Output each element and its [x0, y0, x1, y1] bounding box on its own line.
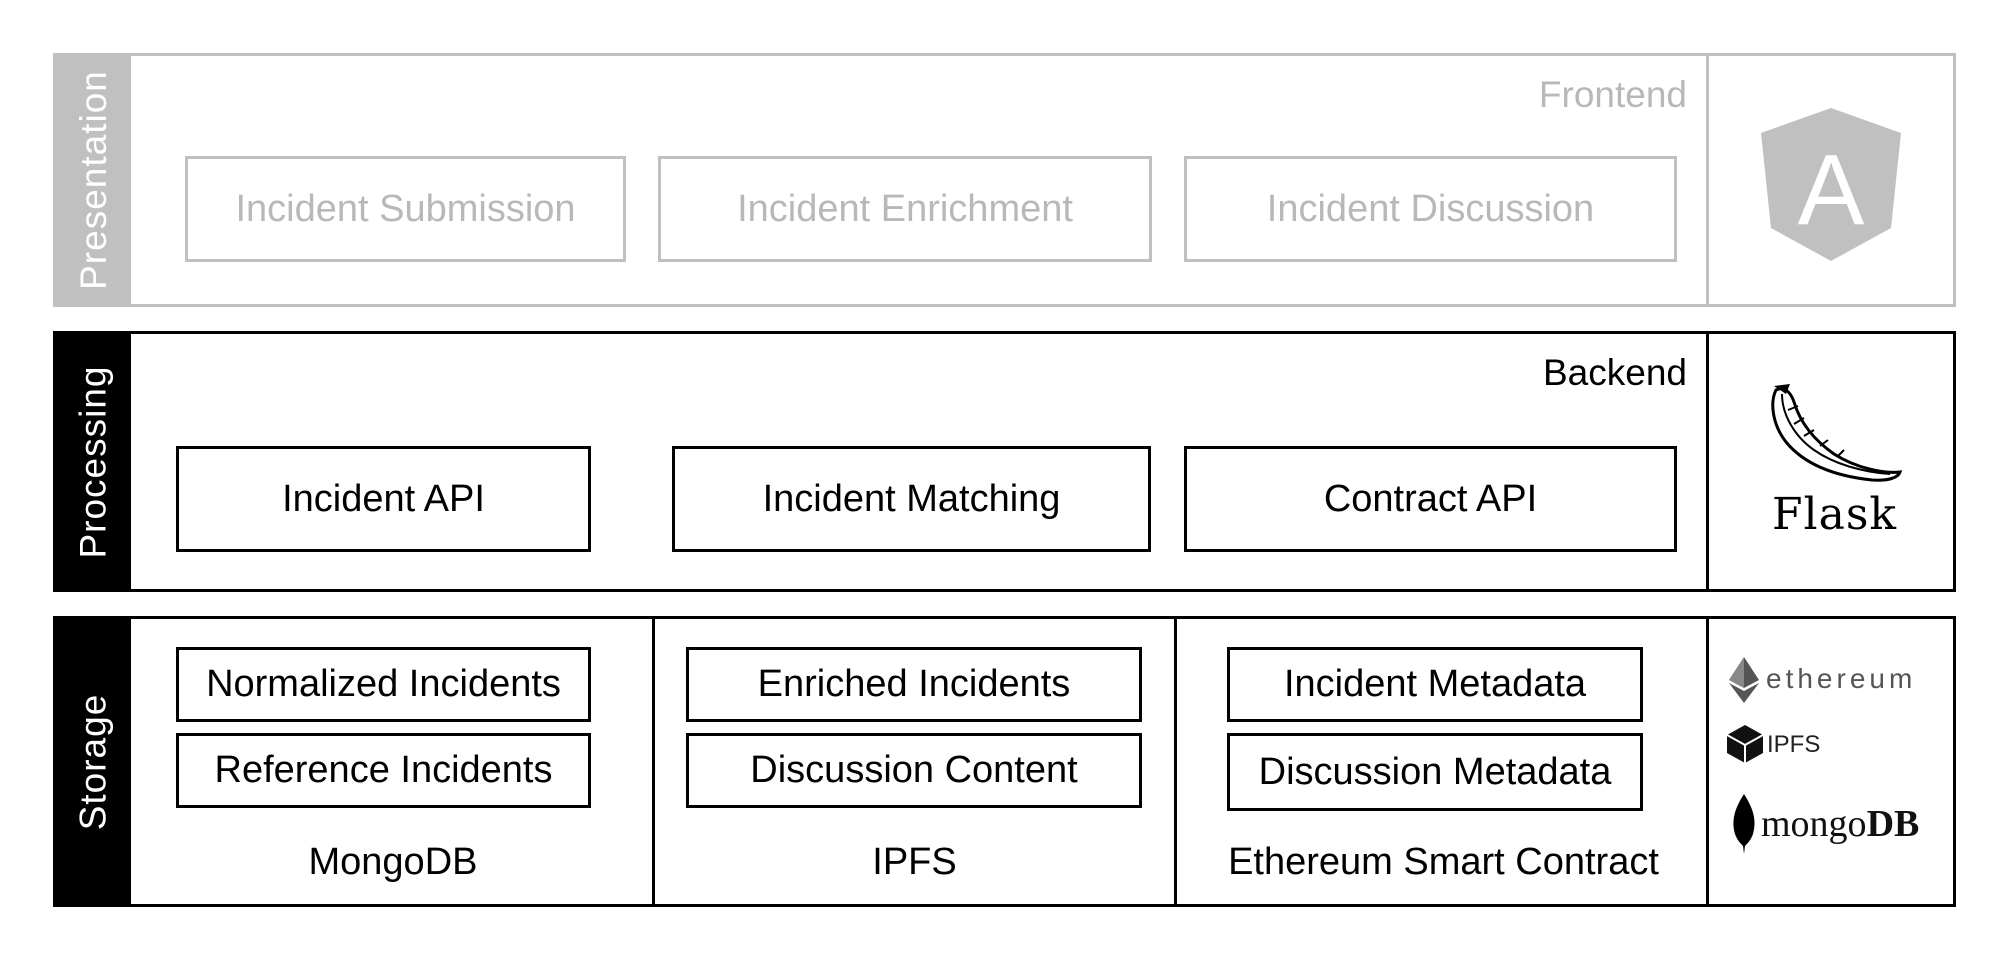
- angular-logo-column: A: [1706, 56, 1953, 304]
- storage-divider-1: [652, 619, 655, 904]
- storage-layer: Storage Normalized Incidents Reference I…: [53, 616, 1956, 907]
- flask-logo-text: Flask: [1772, 489, 1898, 540]
- processing-label-text: Processing: [72, 364, 114, 559]
- mongodb-logo-text: mongoDB: [1761, 802, 1919, 846]
- flask-logo-column: Flask: [1706, 334, 1953, 589]
- mongodb-group-caption: MongoDB: [308, 841, 478, 883]
- incident-metadata-box: Incident Metadata: [1227, 647, 1643, 722]
- storage-layer-label: Storage: [56, 619, 131, 904]
- storage-logos-column: ethereum IPFS mongoDB: [1706, 619, 1953, 904]
- mongodb-logo-text-b: DB: [1866, 803, 1920, 845]
- reference-incidents-box: Reference Incidents: [176, 733, 591, 808]
- presentation-layer-label: Presentation: [56, 56, 131, 304]
- incident-submission-box: Incident Submission: [185, 156, 626, 262]
- mongodb-logo-text-a: mongo: [1761, 803, 1867, 845]
- ipfs-logo-icon: [1727, 725, 1763, 763]
- processing-layer-label: Processing: [56, 334, 131, 589]
- normalized-incidents-box: Normalized Incidents: [176, 647, 591, 722]
- storage-divider-2: [1174, 619, 1177, 904]
- presentation-layer: Presentation Frontend Incident Submissio…: [53, 53, 1956, 307]
- discussion-content-box: Discussion Content: [686, 733, 1142, 808]
- storage-label-text: Storage: [72, 693, 114, 830]
- ethereum-logo-text: ethereum: [1766, 663, 1917, 694]
- mongodb-logo-icon: [1733, 794, 1755, 854]
- processing-layer: Processing Backend Incident API Incident…: [53, 331, 1956, 592]
- enriched-incidents-box: Enriched Incidents: [686, 647, 1142, 722]
- presentation-label-text: Presentation: [72, 70, 114, 290]
- incident-matching-box: Incident Matching: [672, 446, 1151, 552]
- svg-text:A: A: [1798, 134, 1865, 246]
- flask-logo-icon: [1771, 384, 1903, 482]
- ethereum-logo-icon: [1729, 657, 1759, 703]
- ipfs-logo-text: IPFS: [1767, 731, 1821, 758]
- ethereum-group-caption: Ethereum Smart Contract: [1228, 841, 1659, 883]
- incident-api-box: Incident API: [176, 446, 591, 552]
- ipfs-group-caption: IPFS: [872, 841, 957, 883]
- frontend-tier-label: Frontend: [1538, 74, 1687, 115]
- discussion-metadata-box: Discussion Metadata: [1227, 733, 1643, 811]
- incident-enrichment-box: Incident Enrichment: [658, 156, 1152, 262]
- contract-api-box: Contract API: [1184, 446, 1677, 552]
- angular-logo-icon: A: [1761, 108, 1901, 261]
- incident-discussion-box: Incident Discussion: [1184, 156, 1677, 262]
- backend-tier-label: Backend: [1543, 352, 1687, 393]
